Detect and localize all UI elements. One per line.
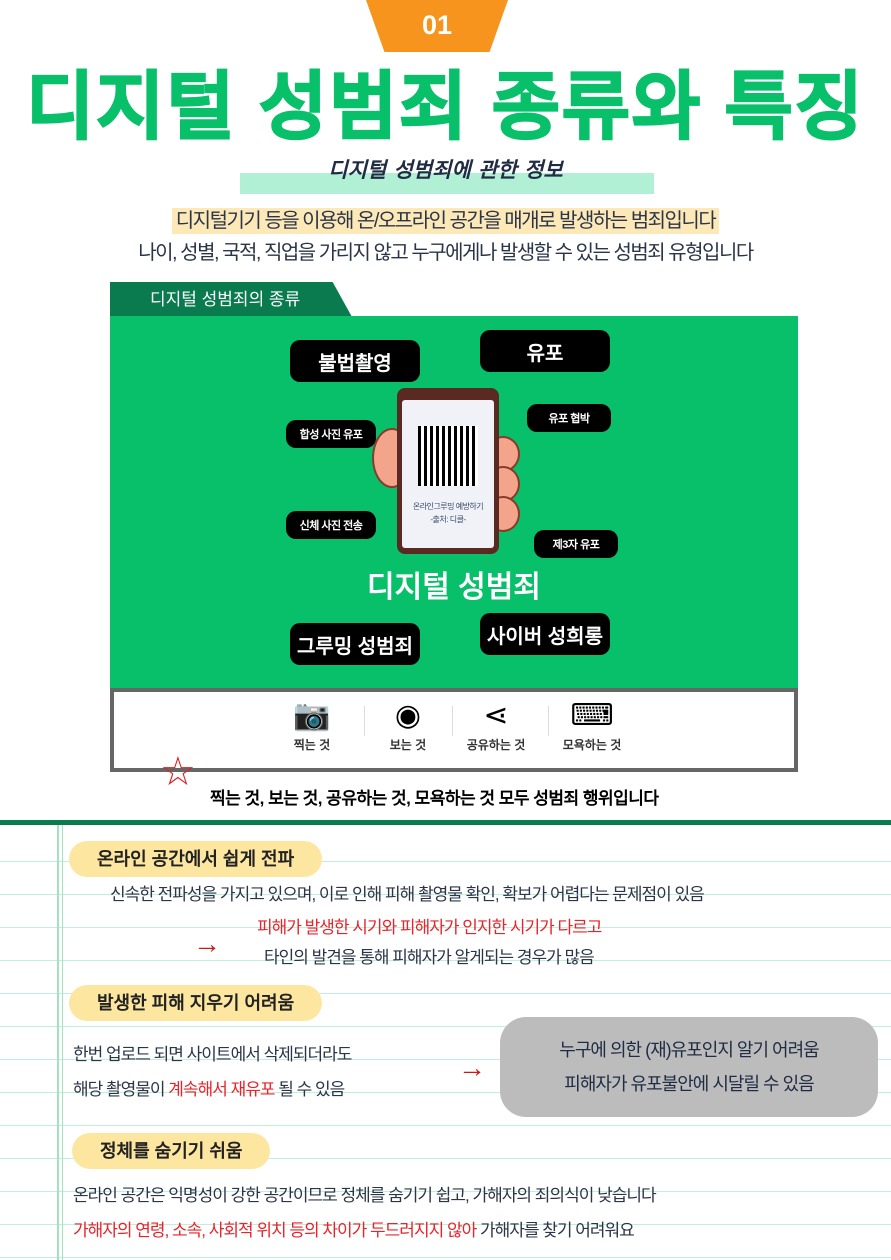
margin-line (62, 825, 63, 1260)
act-label: 모욕하는 것 (562, 738, 622, 752)
types-panel: 불법촬영 유포 합성 사진 유포 유포 협박 신체 사진 전송 제3자 유포 그… (110, 316, 798, 690)
pill-third-party: 제3자 유포 (534, 530, 618, 558)
star-icon: ☆ (160, 750, 196, 794)
arrow-right-icon: → (193, 928, 221, 959)
keyboard-icon: ⌨ (570, 699, 614, 732)
center-label: 디지털 성범죄 (367, 571, 541, 604)
act-filming: 📷 찍는 것 (270, 696, 354, 753)
text-red: 계속해서 재유포 (168, 1080, 275, 1099)
text-part: 될 수 있음 (274, 1080, 345, 1099)
feature-text: 한번 업로드 되면 사이트에서 삭제되더라도 (73, 1045, 352, 1064)
pill-illegal-filming: 불법촬영 (290, 340, 420, 382)
types-tab: 디지털 성범죄의 종류 (110, 282, 352, 317)
act-sharing: ⋖ 공유하는 것 (454, 696, 538, 753)
pill-cyber-harassment: 사이버 성희롱 (480, 613, 610, 655)
feature-heading: 정체를 숨기기 쉬움 (72, 1133, 271, 1169)
act-label: 공유하는 것 (466, 738, 526, 752)
phone-caption: 온라인그루밍 예방하기 (412, 502, 484, 511)
act-viewing: ◉ 보는 것 (366, 696, 450, 753)
pill-synthetic-photo: 합성 사진 유포 (286, 420, 376, 448)
divider (452, 706, 453, 736)
divider (364, 706, 365, 736)
act-label: 보는 것 (389, 738, 427, 752)
box-line: 피해자가 유포불안에 시달릴 수 있음 (564, 1074, 814, 1094)
feature-text: 온라인 공간은 익명성이 강한 공간이므로 정체를 숨기기 쉽고, 가해자의 죄… (73, 1186, 657, 1205)
feature-heading: 발생한 피해 지우기 어려움 (69, 985, 323, 1021)
divider (548, 706, 549, 736)
pill-body-photo: 신체 사진 전송 (286, 511, 376, 539)
margin-line (57, 825, 59, 1260)
pill-grooming: 그루밍 성범죄 (290, 623, 420, 665)
arrow-right-icon: → (458, 1052, 486, 1083)
text-part: 해당 촬영물이 (73, 1080, 169, 1099)
phone-source: -출처: 디클- (430, 515, 466, 524)
share-icon: ⋖ (483, 699, 509, 732)
feature-text: 해당 촬영물이 계속해서 재유포 될 수 있음 (73, 1079, 345, 1101)
act-insulting: ⌨ 모욕하는 것 (550, 696, 634, 753)
eye-icon: ◉ (394, 699, 422, 732)
pill-distribution: 유포 (480, 330, 610, 372)
subtitle-highlight (240, 173, 654, 194)
feature-text-red: 피해가 발생한 시기와 피해자가 인지한 시기가 다르고 (257, 918, 602, 937)
feature-heading: 온라인 공간에서 쉽게 전파 (69, 841, 323, 877)
intro-line-2: 나이, 성별, 국적, 직업을 가리지 않고 누구에게나 발생할 수 있는 성범… (138, 242, 754, 264)
feature-text: 가해자의 연령, 소속, 사회적 위치 등의 차이가 두드러지지 않아 가해자를… (73, 1220, 635, 1242)
qr-code-icon (418, 426, 478, 486)
feature-text: 신속한 전파성을 가지고 있으며, 이로 인해 피해 촬영물 확인, 확보가 어… (110, 885, 705, 904)
page-title: 디지털 성범죄 종류와 특징 (25, 64, 865, 149)
pill-threat: 유포 협박 (527, 404, 611, 432)
act-label: 찍는 것 (293, 738, 331, 752)
camera-icon: 📷 (293, 699, 331, 732)
text-part: 가해자를 찾기 어려워요 (476, 1221, 635, 1240)
phone-screen: 온라인그루밍 예방하기 -출처: 디클- (402, 400, 494, 548)
subtitle: 디지털 성범죄에 관한 정보 (328, 157, 563, 182)
text-red: 가해자의 연령, 소속, 사회적 위치 등의 차이가 두드러지지 않아 (73, 1221, 477, 1240)
intro-line-1: 디지털기기 등을 이용해 온/오프라인 공간을 매개로 발생하는 범죄입니다 (171, 208, 720, 234)
acts-summary: 찍는 것, 보는 것, 공유하는 것, 모욕하는 것 모두 성범죄 행위입니다 (210, 789, 659, 808)
acts-box: 📷 찍는 것 ◉ 보는 것 ⋖ 공유하는 것 ⌨ 모욕하는 것 (110, 688, 798, 772)
feature-text: 타인의 발견을 통해 피해자가 알게되는 경우가 많음 (264, 948, 595, 967)
intro-highlight: 디지털기기 등을 이용해 온/오프라인 공간을 매개로 발생하는 범죄입니다 (0, 208, 891, 234)
box-line: 누구에 의한 (재)유포인지 알기 어려움 (559, 1040, 819, 1060)
section-number-badge: 01 (366, 0, 508, 52)
phone-illustration: 온라인그루밍 예방하기 -출처: 디클- (397, 388, 499, 554)
